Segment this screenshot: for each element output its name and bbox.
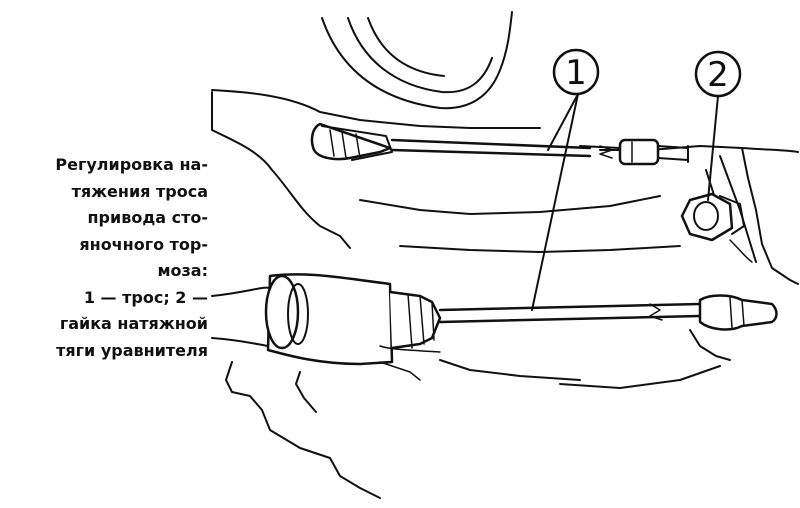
housing-outline	[211, 89, 799, 285]
caption-line: моза:	[157, 261, 208, 280]
caption-line: тяги уравнителя	[56, 340, 208, 360]
callout-1-number: 1	[565, 53, 587, 93]
caption-line: 1 — трос; 2 —	[83, 287, 208, 307]
caption-line: гайка натяжной	[59, 314, 208, 333]
lower-frame	[225, 329, 731, 499]
adjusting-nut	[680, 192, 753, 263]
callout-1: 1	[552, 48, 600, 96]
figure-caption: Регулировка на- тяжения троса привода ст…	[0, 152, 208, 364]
callout-2-number: 2	[707, 55, 729, 95]
caption-line: Регулировка на-	[55, 155, 208, 174]
caption-line: яночного тор-	[79, 234, 208, 254]
caption-line: привода сто-	[87, 208, 208, 227]
callout-leaders	[531, 93, 719, 311]
upper-cable	[310, 122, 689, 166]
wheel-arcs	[321, 11, 513, 110]
callout-2: 2	[694, 50, 742, 98]
caption-line: тяжения троса	[71, 181, 208, 201]
lower-cable	[211, 273, 778, 381]
